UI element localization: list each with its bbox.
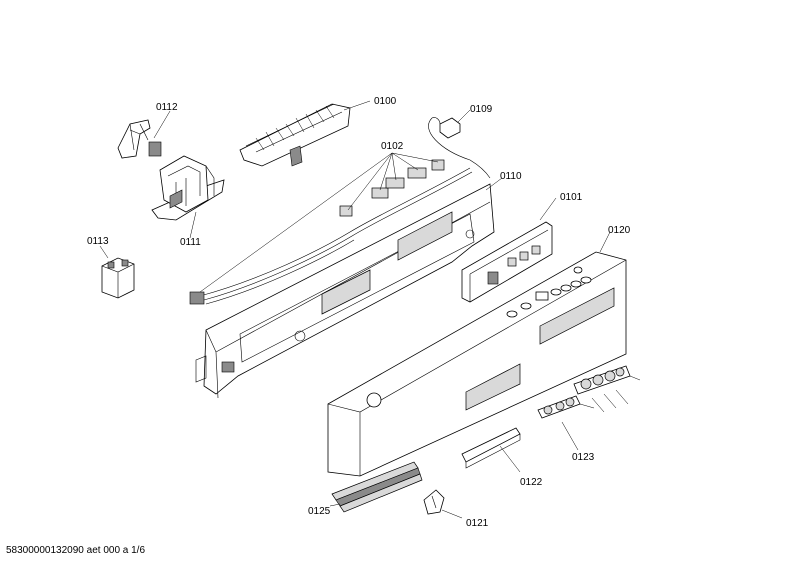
- label-0120: 0120: [608, 225, 631, 236]
- label-0112: 0112: [156, 102, 178, 113]
- label-0110: 0110: [500, 171, 522, 182]
- leader-lines: [99, 100, 611, 519]
- diagram-reference-code: 58300000132090 aet 000 a 1/6: [6, 545, 146, 556]
- label-0113: 0113: [87, 236, 109, 247]
- part-0111-housing: [151, 155, 225, 221]
- part-0100-terminal-block: [239, 103, 351, 167]
- part-0112-bracket: [117, 119, 162, 159]
- label-0121: 0121: [466, 518, 489, 529]
- part-0123-button-strips: [537, 365, 641, 419]
- part-0101-control-board: [461, 221, 553, 303]
- part-0102-wiring-harness: [189, 117, 491, 305]
- label-0109: 0109: [470, 104, 493, 115]
- part-0109-connector: [431, 117, 461, 139]
- part-0113-relay: [101, 257, 135, 299]
- part-0125-foil-strips: [331, 461, 423, 513]
- part-0121-hinge: [423, 489, 445, 515]
- label-0122: 0122: [520, 477, 543, 488]
- part-0122-clip: [461, 427, 521, 469]
- part-0120-front-panel: [327, 251, 627, 477]
- part-0110-chassis-frame: [195, 183, 495, 399]
- label-0123: 0123: [572, 452, 595, 463]
- label-0111: 0111: [180, 237, 201, 248]
- label-0125: 0125: [308, 506, 331, 517]
- label-0101: 0101: [560, 192, 583, 203]
- label-0102: 0102: [381, 141, 404, 152]
- label-0100: 0100: [374, 96, 397, 107]
